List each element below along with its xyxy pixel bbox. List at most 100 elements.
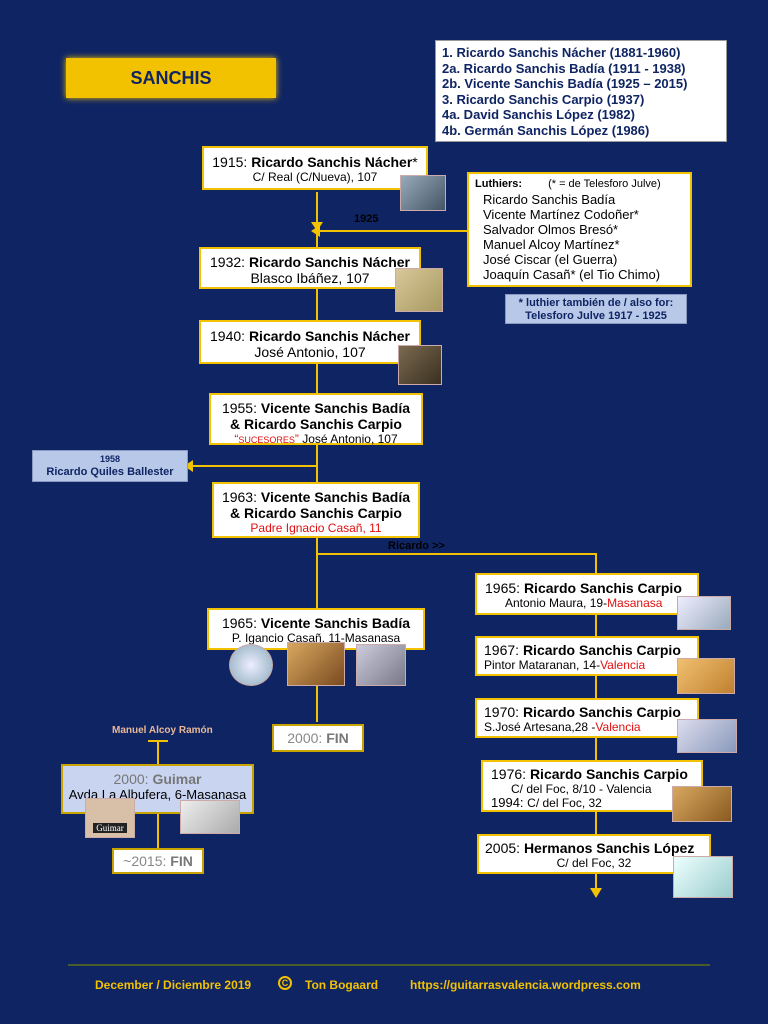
guitar-label-image — [677, 596, 731, 630]
city: Valencia — [600, 658, 646, 672]
address: Pintor Mataranan, 14- — [484, 658, 601, 672]
year-label: 2000: — [113, 771, 153, 787]
year-label: 1970: — [484, 704, 523, 720]
guitar-label-image — [673, 856, 733, 898]
luthier-name: & Ricardo Sanchis Carpio — [230, 505, 402, 521]
arrow-down-icon — [590, 888, 602, 898]
address: José Antonio, 107 — [254, 344, 366, 360]
year-label: ~2015: — [123, 853, 171, 869]
fin-label: FIN — [170, 853, 193, 869]
box-1967: 1967: Ricardo Sanchis Carpio Pintor Mata… — [475, 636, 699, 676]
address: Antonio Maura, 19- — [505, 596, 608, 610]
box-1915: 1915: Ricardo Sanchis Nácher* C/ Real (C… — [202, 146, 428, 190]
year-label: 1932: — [210, 254, 249, 270]
footer-url[interactable]: https://guitarrasvalencia.wordpress.com — [410, 978, 641, 992]
year-label: 1965: — [221, 615, 261, 631]
arrow-left-icon — [184, 460, 193, 472]
fin-2015-box: ~2015: FIN — [112, 848, 204, 874]
luthier-name: & Ricardo Sanchis Carpio — [230, 416, 402, 432]
copyright-letter: C — [281, 978, 289, 988]
legend-item: 2a. Ricardo Sanchis Badía (1911 - 1938) — [442, 60, 686, 76]
address: C/ del Foc, 32 — [527, 796, 602, 810]
guitar-label-image — [672, 786, 732, 822]
box-1970: 1970: Ricardo Sanchis Carpio S.José Arte… — [475, 698, 699, 738]
year-label: 1963: — [221, 489, 261, 505]
legend-item: 1. Ricardo Sanchis Nácher (1881-1960) — [442, 45, 681, 60]
quiles-box: 1958 Ricardo Quiles Ballester — [32, 450, 188, 482]
guitar-label-image — [356, 644, 406, 686]
connector — [192, 465, 316, 467]
luthiers-box: Luthiers:(* = de Telesforo Julve) Ricard… — [467, 172, 692, 287]
address: Blasco Ibáñez, 107 — [250, 270, 370, 286]
luthier-name: Ricardo Sanchis Carpio — [522, 642, 681, 658]
luthier-name: Ricardo Sanchis Carpio — [523, 580, 682, 596]
guimar-label-image: Guimar — [85, 798, 135, 838]
luthier-name: Ricardo Sanchis Carpio — [529, 766, 688, 782]
guitar-label-image — [395, 268, 443, 312]
quote-mark: ” — [294, 432, 299, 446]
address: C/ del Foc, 32 — [556, 856, 632, 870]
luthier-item: Joaquín Casañ* (el Tio Chimo) — [483, 267, 661, 282]
guimar-logo-text: Guimar — [93, 823, 127, 833]
footer-date: December / Diciembre 2019 — [95, 978, 252, 992]
fin-2000-box: 2000: FIN — [272, 724, 364, 752]
year-label: 1976: — [491, 766, 530, 782]
box-1940: 1940: Ricardo Sanchis Nácher José Antoni… — [199, 320, 421, 364]
guitar-label-image — [287, 642, 345, 686]
year-label: 2000: — [287, 730, 327, 746]
luthier-name: Ricardo Sanchis Carpio — [522, 704, 681, 720]
box-1976: 1976: Ricardo Sanchis Carpio C/ del Foc,… — [481, 760, 703, 812]
year-label: 1965: — [485, 580, 524, 596]
address: S.José Artesana,28 - — [484, 720, 596, 734]
footer-divider — [68, 964, 710, 966]
luthier-name: Ricardo Sanchis Nácher — [251, 154, 413, 170]
address: C/ del Foc, 8/10 - Valencia — [511, 782, 652, 796]
year-label: 1967: — [484, 642, 523, 658]
luthiers-header: Luthiers: — [475, 178, 523, 190]
year-label: 1958 — [99, 454, 121, 464]
address: P. Igancio Casañ, 11-Masanasa — [231, 631, 401, 645]
quote-mark: “ — [234, 432, 239, 446]
box-2005: 2005: Hermanos Sanchis López C/ del Foc,… — [477, 834, 711, 874]
address: C/ Real (C/Nueva), 107 — [252, 170, 378, 184]
luthier-name: Ricardo Sanchis Nácher — [248, 328, 410, 344]
guitar-label-image — [398, 345, 442, 385]
year-label: 2005: — [485, 840, 524, 856]
legend-item: 2b. Vicente Sanchis Badía (1925 – 2015) — [442, 76, 688, 91]
ricardo-branch-label: Ricardo >> — [388, 540, 445, 552]
legend-item: 4a. David Sanchis López (1982) — [442, 107, 635, 122]
connector — [316, 553, 596, 555]
box-1965-ricardo: 1965: Ricardo Sanchis Carpio Antonio Mau… — [475, 573, 699, 615]
luthier-name: Ricardo Quiles Ballester — [46, 466, 174, 478]
year-label: 1994: — [491, 795, 528, 810]
luthier-name: Vicente Sanchis Badía — [260, 615, 411, 631]
connector — [316, 650, 318, 722]
box-1963: 1963: Vicente Sanchis Badía & Ricardo Sa… — [212, 482, 420, 538]
diagram-title: SANCHIS — [66, 58, 276, 98]
also-for-note: * luthier también de / also for: Telesfo… — [505, 294, 687, 324]
guitar-label-image — [229, 644, 273, 686]
guitar-label-image — [677, 719, 737, 753]
box-1955: 1955: Vicente Sanchis Badía & Ricardo Sa… — [209, 393, 423, 446]
year-1925-label: 1925 — [354, 213, 379, 225]
year-label: 1915: — [212, 154, 252, 170]
guitar-label-image — [400, 175, 446, 211]
box-1932: 1932: Ricardo Sanchis Nácher Blasco Ibáñ… — [199, 247, 421, 289]
note-line: * luthier también de / also for: — [518, 297, 674, 309]
star-mark: * — [412, 154, 418, 170]
address: José Antonio, 107 — [302, 432, 398, 446]
copyright-icon: C — [278, 976, 292, 990]
luthier-item: José Ciscar (el Guerra) — [483, 252, 618, 267]
alcoy-label: Manuel Alcoy Ramón — [112, 725, 213, 736]
arrow-left-icon — [311, 225, 320, 237]
workshop-name: Guimar — [152, 771, 202, 787]
note-line: Telesforo Julve 1917 - 1925 — [525, 310, 667, 322]
footer-author: Ton Bogaard — [305, 978, 379, 992]
city: Valencia — [595, 720, 641, 734]
address: Padre Ignacio Casañ, 11 — [250, 521, 382, 535]
sucesores-label: SUCESORES — [238, 435, 295, 445]
luthier-item: Vicente Martínez Codoñer* — [483, 207, 639, 222]
luthier-name: Vicente Sanchis Badía — [260, 400, 411, 416]
luthier-name: Ricardo Sanchis Nácher — [248, 254, 410, 270]
fin-label: FIN — [326, 730, 349, 746]
